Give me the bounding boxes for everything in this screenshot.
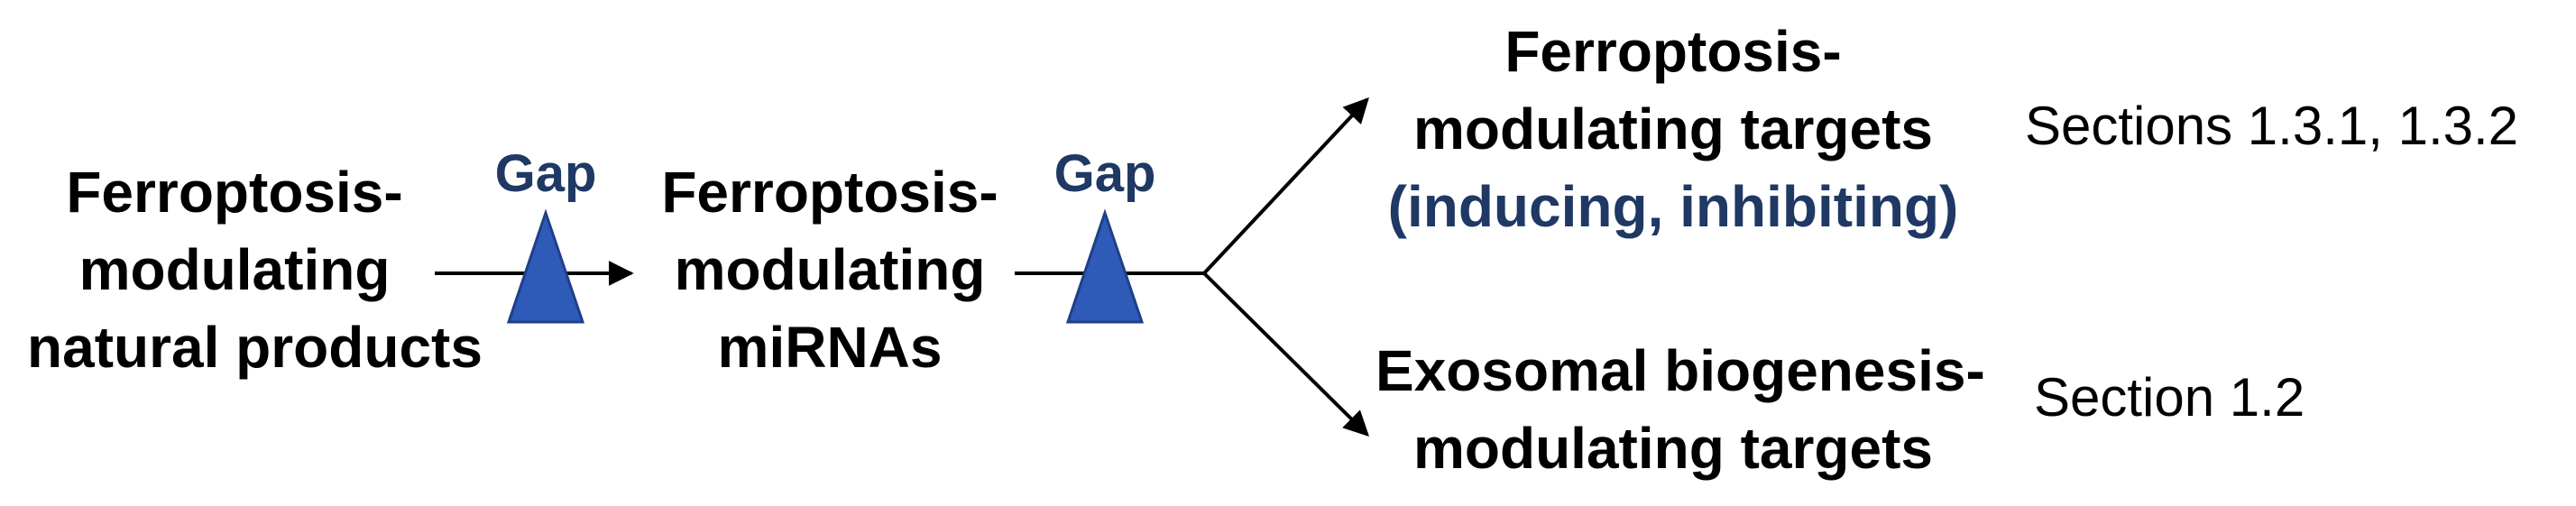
node-ferroptosis-targets: Ferroptosis- modulating targets (inducin… — [1385, 13, 1962, 245]
gap-label-1: Gap — [494, 144, 597, 203]
section-ref-exosomal-targets: Section 1.2 — [2034, 367, 2305, 428]
gap-triangle-1 — [506, 208, 585, 324]
node-exosomal-targets-line-2: modulating targets — [1412, 416, 1934, 481]
node-natural-products: Ferroptosis- modulating natural products — [27, 153, 483, 386]
node-mirnas: Ferroptosis- modulating miRNAs — [645, 153, 1015, 386]
node-exosomal-targets-line-1: Exosomal biogenesis- — [1375, 338, 1985, 403]
section-ref-ferroptosis-targets: Sections 1.3.1, 1.3.2 — [2025, 96, 2519, 156]
node-exosomal-targets: Exosomal biogenesis- modulating targets — [1375, 332, 1985, 487]
node-mirnas-line-2: modulating — [674, 237, 986, 302]
node-natural-products-line-3: natural products — [27, 315, 483, 380]
node-ferroptosis-targets-line-1: Ferroptosis- — [1504, 19, 1842, 84]
arrow-to-ferroptosis-targets — [1202, 97, 1369, 275]
node-ferroptosis-targets-subtitle: (inducing, inhibiting) — [1387, 174, 1959, 239]
gap-triangle-2 — [1065, 208, 1145, 324]
arrow-to-exosomal-targets — [1202, 271, 1369, 437]
gap-label-2: Gap — [1053, 144, 1156, 203]
node-ferroptosis-targets-line-2: modulating targets — [1412, 97, 1934, 161]
node-natural-products-line-2: modulating — [78, 237, 391, 302]
node-natural-products-line-1: Ferroptosis- — [66, 160, 403, 225]
node-mirnas-line-1: Ferroptosis- — [661, 160, 998, 225]
node-mirnas-line-3: miRNAs — [717, 315, 943, 380]
